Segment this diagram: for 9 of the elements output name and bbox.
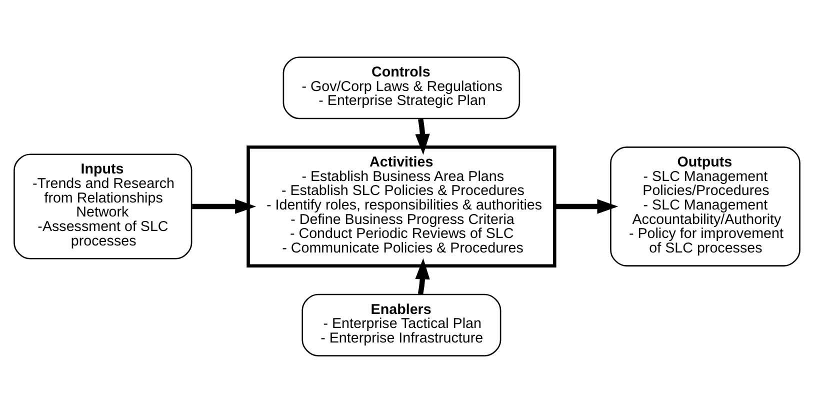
arrow	[192, 198, 256, 214]
node-box: Activities - Establish Business Area Plans - Establish SLC Policies & Procedures - Identify roles, responsibilities & authorities - Define Business Progress Criteria - Conduct Periodic Reviews of SLC - Communicate Policies & Procedures	[246, 145, 556, 267]
arrow	[415, 258, 430, 294]
node-box: Enablers - Enterprise Tactical Plan - Enterprise Infrastructure	[302, 293, 502, 356]
node-box: Inputs -Trends and Research from Relationships Network -Assessment of SLC processes	[14, 153, 192, 259]
arrow	[555, 198, 618, 214]
arrow	[415, 118, 430, 154]
node-box: Controls - Gov/Corp Laws & Regulations - Enterprise Strategic Plan	[282, 56, 520, 119]
node-box: Outputs - SLC Management Policies/Procedures - SLC Management Accountability/Authority - Policy for improvement of SLC processes	[610, 146, 800, 266]
